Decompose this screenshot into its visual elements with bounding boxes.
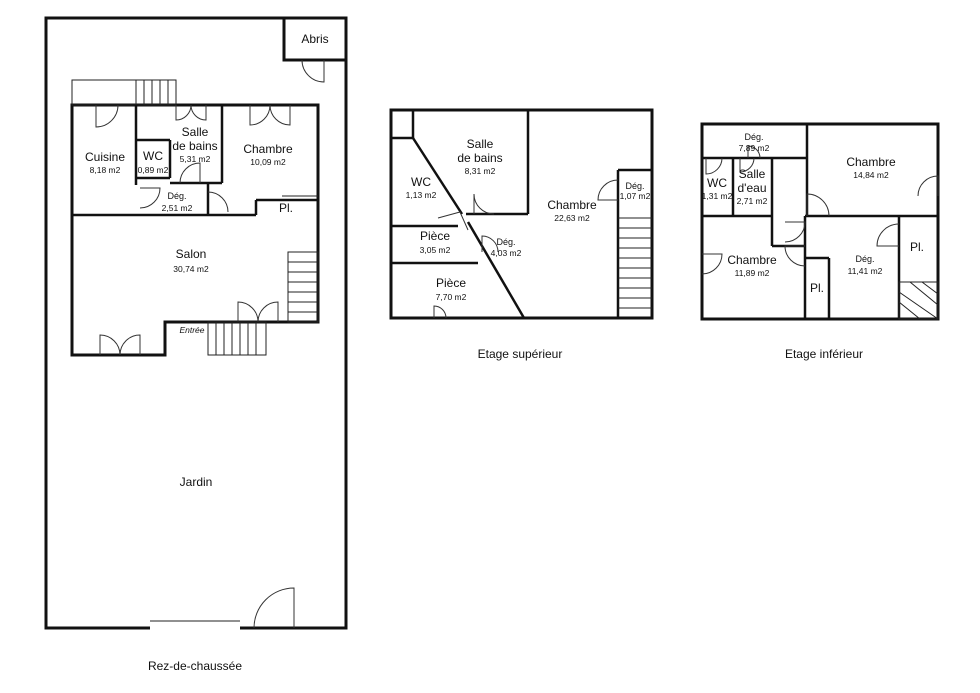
inf-chambre1-label: Chambre (846, 155, 896, 169)
caption-etage-superieur: Etage supérieur (478, 347, 563, 361)
abris-door-icon[interactable] (301, 59, 325, 83)
wc-door-icon[interactable] (139, 187, 161, 209)
sup-piece-door-icon[interactable] (481, 235, 499, 253)
chambre-door-icon[interactable] (207, 191, 229, 213)
inf-deg-door-icon[interactable] (747, 145, 761, 159)
inf-chambre2-door-icon[interactable] (784, 245, 806, 267)
sup-deg-small-area: 1,07 m2 (620, 191, 651, 201)
sup-stairs-icon (618, 217, 652, 309)
inf-wc-area: 1,31 m2 (702, 191, 733, 201)
entree-steps-icon (207, 321, 267, 356)
rdc-sdb-label-2: de bains (172, 139, 217, 153)
entree-door-icon[interactable] (237, 301, 279, 323)
entree-label: Entrée (179, 325, 204, 335)
rdc-deg-area: 2,51 m2 (162, 203, 193, 213)
caption-rez-de-chaussee: Rez-de-chaussée (148, 659, 242, 673)
sup-deg-small-label: Dég. (625, 181, 644, 191)
gate-door-icon[interactable] (253, 587, 295, 629)
sup-sdb-area: 8,31 m2 (465, 166, 496, 176)
inf-chambre1-door-icon[interactable] (806, 193, 830, 217)
inf-chambre2-label: Chambre (727, 253, 777, 267)
sup-chambre-area: 22,63 m2 (554, 213, 590, 223)
sup-wc-label: WC (411, 175, 431, 189)
top-terrace (71, 79, 177, 106)
chambre-window-icon (249, 104, 291, 126)
inf-salle-eau-area: 2,71 m2 (737, 196, 768, 206)
inf-deg-top-area: 7,89 m2 (739, 143, 770, 153)
cuisine-window-icon (95, 104, 119, 128)
rdc-deg-label: Dég. (167, 191, 186, 201)
inf-placard2-label: Pl. (910, 240, 924, 254)
sup-deg-area: 4,03 m2 (491, 248, 522, 258)
inf-chambre1-area: 14,84 m2 (853, 170, 889, 180)
cuisine-area: 8,18 m2 (90, 165, 121, 175)
abris-label: Abris (301, 32, 328, 46)
jardin-label: Jardin (180, 475, 213, 489)
sup-wc-door-icon[interactable] (437, 211, 469, 231)
sup-piece2-door-icon[interactable] (433, 305, 447, 319)
inf-chambre1-window-icon (917, 175, 939, 197)
sup-sdb-label-1: Salle (467, 137, 494, 151)
cuisine-label: Cuisine (85, 150, 125, 164)
plan-rez-de-chaussee: Abris Cuisine 8,18 m2 WC 0,89 m2 Salle d… (44, 16, 348, 673)
house-outer-walls (70, 103, 320, 357)
abris-walls (282, 16, 348, 62)
salon-window-icon (99, 334, 141, 356)
inf-stairs-icon (898, 281, 939, 320)
inf-deg-area: 11,41 m2 (848, 266, 883, 276)
inf-salle-eau-label-1: Salle (739, 167, 766, 181)
rdc-sdb-area: 5,31 m2 (180, 154, 211, 164)
sup-piece2-label: Pièce (436, 276, 466, 290)
inf-placard-door-icon[interactable] (876, 223, 900, 247)
plan-etage-inferieur: Dég. 7,89 m2 WC 1,31 m2 Salle d'eau 2,71… (700, 122, 940, 361)
rdc-sdb-label-1: Salle (182, 125, 209, 139)
caption-etage-inferieur: Etage inférieur (785, 347, 863, 361)
sup-deg-label: Dég. (496, 237, 515, 247)
inf-deg2-door-icon[interactable] (784, 221, 806, 243)
top-stairs-icon (135, 80, 169, 105)
sup-chambre-label: Chambre (547, 198, 597, 212)
inf-salle-eau-door-icon[interactable] (739, 157, 755, 173)
inf-placard1-label: Pl. (810, 281, 824, 295)
sdb-window-icon (175, 104, 207, 121)
sup-outer-walls (389, 108, 654, 320)
sup-piece1-label: Pièce (420, 229, 450, 243)
plan-etage-superieur: WC 1,13 m2 Salle de bains 8,31 m2 Chambr… (389, 108, 654, 361)
sup-sdb-door-icon[interactable] (473, 193, 495, 215)
sup-deg-door-icon[interactable] (597, 179, 619, 201)
inf-chambre2-window-icon (701, 253, 723, 275)
sdb-door-icon[interactable] (179, 162, 201, 184)
rdc-wc-label: WC (143, 149, 163, 163)
salon-stairs-icon (287, 251, 319, 323)
sup-wc-area: 1,13 m2 (406, 190, 437, 200)
sup-sdb-label-2: de bains (457, 151, 502, 165)
rdc-wc-area: 0,89 m2 (138, 165, 169, 175)
inf-outer-walls (700, 122, 940, 321)
inf-wc-label: WC (707, 176, 727, 190)
sup-piece2-area: 7,70 m2 (436, 292, 467, 302)
inf-chambre2-area: 11,89 m2 (735, 268, 770, 278)
inf-deg-label: Dég. (855, 254, 874, 264)
salon-area: 30,74 m2 (173, 264, 209, 274)
rdc-chambre-area: 10,09 m2 (250, 157, 286, 167)
rdc-placard-label: Pl. (279, 201, 293, 215)
sup-piece1-area: 3,05 m2 (420, 245, 451, 255)
inf-salle-eau-label-2: d'eau (738, 181, 767, 195)
salon-label: Salon (176, 247, 207, 261)
inf-wc-door-icon[interactable] (705, 157, 723, 175)
rdc-chambre-label: Chambre (243, 142, 293, 156)
inf-deg-top-label: Dég. (744, 132, 763, 142)
